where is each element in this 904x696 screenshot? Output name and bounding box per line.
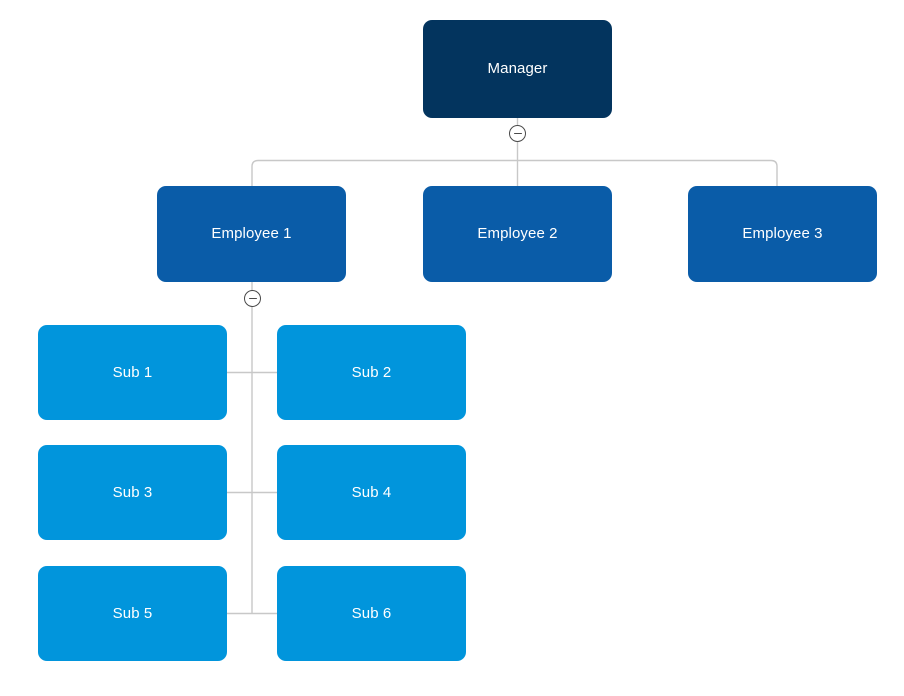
node-employee-3[interactable]: Employee 3 [688,186,877,282]
node-manager[interactable]: Manager [423,20,612,118]
node-employee-1[interactable]: Employee 1 [157,186,346,282]
node-manager-label: Manager [487,60,548,77]
node-employee-2[interactable]: Employee 2 [423,186,612,282]
edge-manager-employee-1 [251,159,259,186]
node-employee-2-label: Employee 2 [477,225,558,242]
minus-circle-icon [248,297,257,300]
node-sub-4[interactable]: Sub 4 [277,445,466,540]
collapse-toggle-manager[interactable] [509,125,526,142]
collapse-toggle-employee-1[interactable] [244,290,261,307]
edge-manager-employee-3 [770,159,778,186]
node-sub-6-label: Sub 6 [351,604,392,622]
node-employee-1-label: Employee 1 [211,225,292,242]
node-sub-2-label: Sub 2 [351,363,392,381]
node-sub-5[interactable]: Sub 5 [38,566,227,661]
node-sub-5-label: Sub 5 [112,604,153,622]
minus-circle-icon [513,132,522,135]
node-employee-3-label: Employee 3 [742,225,823,242]
node-sub-4-label: Sub 4 [351,483,392,501]
node-sub-3[interactable]: Sub 3 [38,445,227,540]
node-sub-3-label: Sub 3 [112,483,153,501]
node-sub-1-label: Sub 1 [112,363,153,381]
node-sub-1[interactable]: Sub 1 [38,325,227,420]
node-sub-6[interactable]: Sub 6 [277,566,466,661]
node-sub-2[interactable]: Sub 2 [277,325,466,420]
